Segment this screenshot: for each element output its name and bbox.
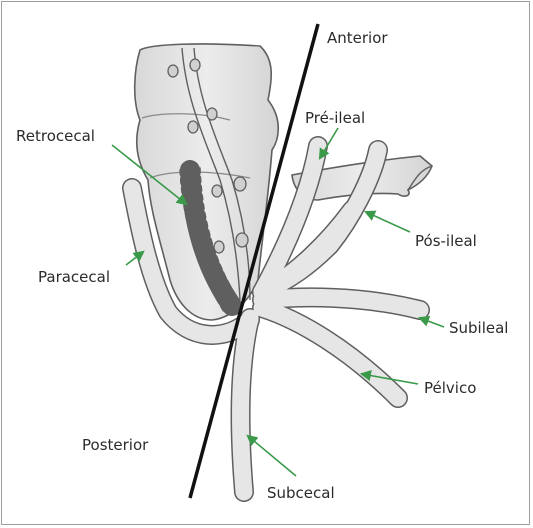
paracecal-arrow: [125, 250, 145, 266]
haustral-fold: [141, 113, 231, 121]
subileal-arrow: [417, 315, 445, 328]
pre-ileal-arrow: [318, 127, 339, 160]
taenia-dots: [167, 58, 249, 254]
label-pos-ileal: Pós-ileal: [415, 232, 477, 250]
taenia-line: [181, 47, 241, 301]
label-pelvico: Pélvico: [424, 379, 477, 397]
label-anterior: Anterior: [327, 29, 388, 47]
taenia-line: [193, 47, 251, 301]
label-posterior: Posterior: [82, 436, 149, 454]
label-subileal: Subileal: [449, 319, 509, 337]
appendix-tubes: [122, 136, 430, 502]
anterior-posterior-axis: [188, 23, 320, 499]
pos-ileal-arrow: [363, 210, 411, 233]
label-pre-ileal: Pré-ileal: [305, 109, 366, 127]
pointer-arrows: [111, 127, 445, 477]
subcecal-arrow: [246, 434, 297, 477]
label-retrocecal: Retrocecal: [16, 127, 95, 145]
label-paracecal: Paracecal: [38, 268, 111, 286]
label-subcecal: Subcecal: [267, 484, 335, 502]
retrocecal-arrow: [111, 144, 188, 206]
ileum-cut-edge: [407, 165, 433, 191]
pelvico-arrow: [359, 370, 419, 385]
